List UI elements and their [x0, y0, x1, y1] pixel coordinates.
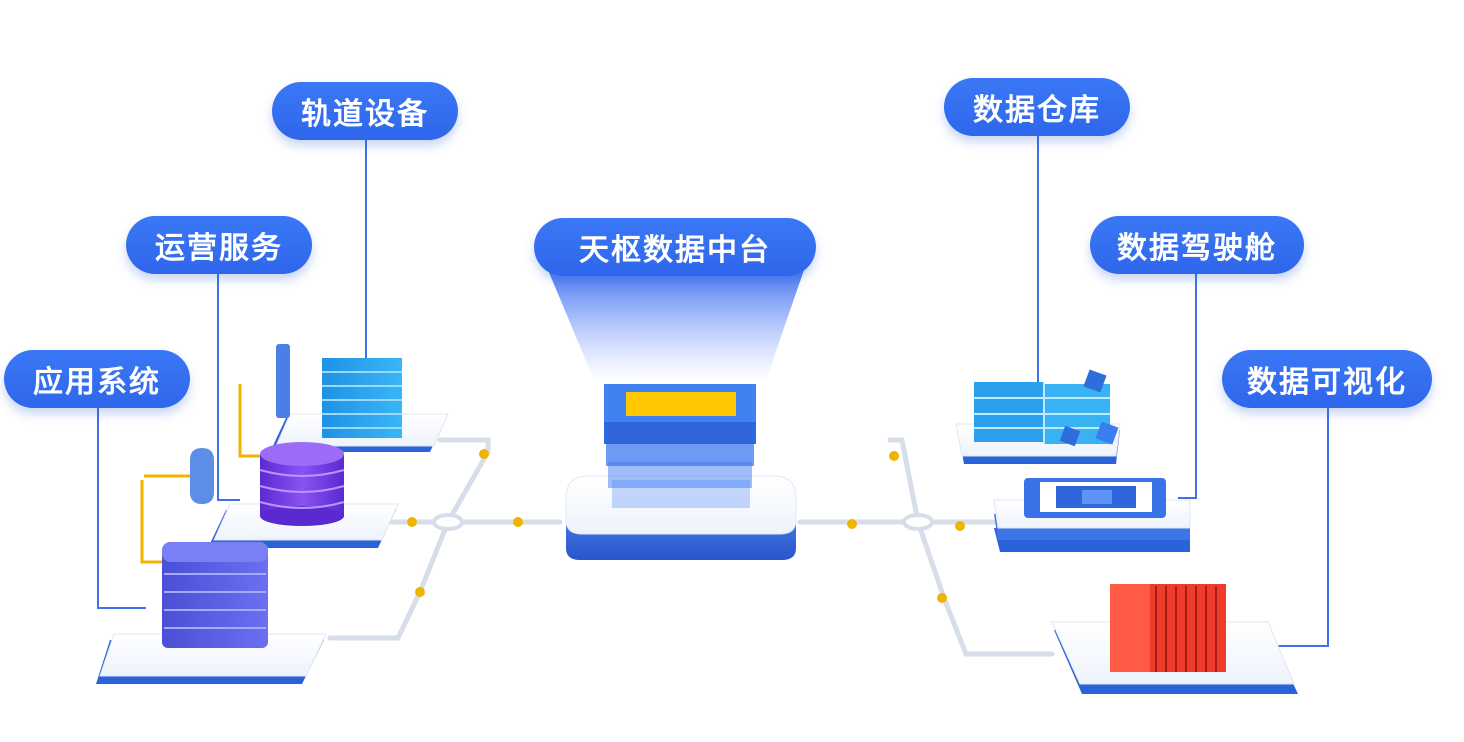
- visualization-bars-icon: [1110, 584, 1226, 672]
- data-dots: [407, 449, 965, 603]
- monitor-icon: [238, 344, 290, 458]
- node-label-data-visualization[interactable]: 数据可视化: [1222, 350, 1432, 408]
- pipe-hubs: [432, 513, 934, 531]
- leader-lines: [97, 134, 1329, 647]
- leader-line-cockpit: [1178, 272, 1197, 499]
- server-stack-icon: [322, 358, 402, 438]
- center-platform: [565, 475, 797, 560]
- server-rack-icon: [162, 542, 268, 648]
- leader-line-ops: [217, 274, 240, 501]
- node-label-app-system[interactable]: 应用系统: [4, 350, 190, 408]
- cloud-shield-icon: [140, 448, 214, 564]
- leader-line-app: [97, 406, 146, 609]
- center-beam: [548, 270, 804, 380]
- database-cylinder-icon: [259, 442, 345, 526]
- node-label-data-cockpit[interactable]: 数据驾驶舱: [1090, 216, 1304, 274]
- platform-app-system: [96, 633, 327, 684]
- node-label-ops-service[interactable]: 运营服务: [126, 216, 312, 274]
- leader-line-viz: [1278, 406, 1329, 647]
- dashboard-panel-icon: [1024, 478, 1166, 518]
- center-platform-label[interactable]: 天枢数据中台: [534, 218, 816, 276]
- data-blocks-icon: [974, 369, 1119, 447]
- center-layer-stack-icon: [604, 384, 756, 508]
- node-label-data-warehouse[interactable]: 数据仓库: [944, 78, 1130, 136]
- node-label-track-device[interactable]: 轨道设备: [272, 82, 458, 140]
